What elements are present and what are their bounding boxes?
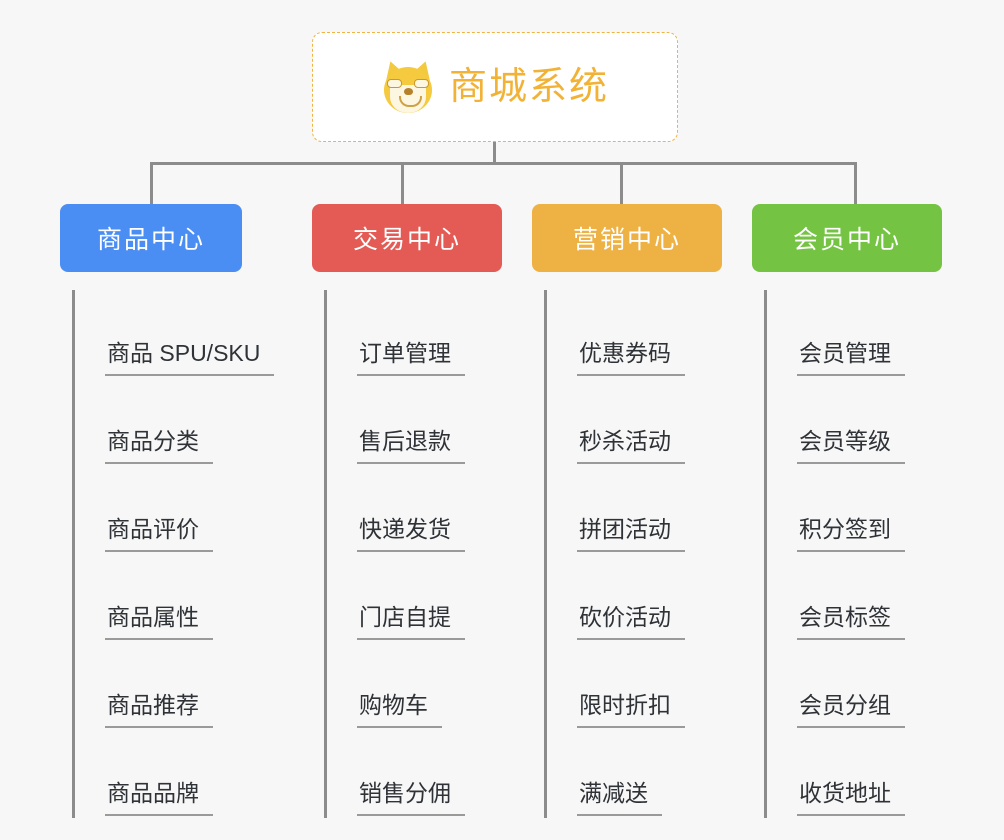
list-item[interactable]: 满减送: [547, 730, 692, 818]
root-node-title: 商城系统: [448, 66, 609, 108]
list-item[interactable]: 商品分类: [75, 378, 250, 466]
list-item[interactable]: 商品评价: [75, 466, 250, 554]
leaf-label: 会员等级: [797, 427, 905, 464]
leaf-label: 快递发货: [357, 515, 465, 552]
column-member-center: 会员中心 会员管理 会员等级 积分签到 会员标签 会员分组 收货地址: [692, 204, 944, 834]
category-header-label: 营销中心: [572, 226, 681, 254]
leaf-list-product-center: 商品 SPU/SKU 商品分类 商品评价 商品属性 商品推荐 商品品牌: [72, 290, 275, 818]
connector-horizontal-bus: [150, 162, 857, 165]
list-item[interactable]: 会员等级: [767, 378, 944, 466]
leaf-label: 商品 SPU/SKU: [105, 339, 275, 376]
list-item[interactable]: 销售分佣: [327, 730, 470, 818]
list-item[interactable]: 门店自提: [327, 554, 470, 642]
list-item[interactable]: 商品 SPU/SKU: [75, 290, 275, 378]
category-header-marketing-center[interactable]: 营销中心: [532, 204, 722, 272]
column-trade-center: 交易中心 订单管理 售后退款 快递发货 门店自提 购物车 销售分佣: [250, 204, 502, 834]
list-item[interactable]: 商品属性: [75, 554, 250, 642]
category-header-trade-center[interactable]: 交易中心: [312, 204, 502, 272]
shiba-dog-face-icon: [380, 58, 436, 113]
leaf-label: 商品评价: [105, 515, 213, 552]
list-item[interactable]: 会员管理: [767, 290, 944, 378]
category-header-label: 商品中心: [96, 226, 205, 254]
leaf-label: 商品品牌: [105, 779, 213, 816]
leaf-label: 售后退款: [357, 427, 465, 464]
leaf-list-trade-center: 订单管理 售后退款 快递发货 门店自提 购物车 销售分佣: [324, 290, 470, 818]
leaf-label: 砍价活动: [577, 603, 685, 640]
list-item[interactable]: 秒杀活动: [547, 378, 692, 466]
list-item[interactable]: 优惠券码: [547, 290, 692, 378]
leaf-label: 满减送: [577, 779, 662, 816]
category-header-product-center[interactable]: 商品中心: [60, 204, 242, 272]
leaf-label: 秒杀活动: [577, 427, 685, 464]
list-item[interactable]: 商品品牌: [75, 730, 250, 818]
category-header-member-center[interactable]: 会员中心: [752, 204, 942, 272]
list-item[interactable]: 会员分组: [767, 642, 944, 730]
leaf-label: 积分签到: [797, 515, 905, 552]
list-item[interactable]: 售后退款: [327, 378, 470, 466]
leaf-label: 收货地址: [797, 779, 905, 816]
connector-root-stem: [493, 142, 496, 164]
leaf-label: 销售分佣: [357, 779, 465, 816]
column-marketing-center: 营销中心 优惠券码 秒杀活动 拼团活动 砍价活动 限时折扣 满减送: [470, 204, 722, 834]
leaf-label: 优惠券码: [577, 339, 685, 376]
list-item[interactable]: 砍价活动: [547, 554, 692, 642]
connector-drop-2: [401, 162, 404, 206]
leaf-label: 会员管理: [797, 339, 905, 376]
leaf-label: 订单管理: [357, 339, 465, 376]
leaf-label: 购物车: [357, 691, 442, 728]
list-item[interactable]: 拼团活动: [547, 466, 692, 554]
leaf-label: 会员分组: [797, 691, 905, 728]
connector-drop-4: [854, 162, 857, 206]
leaf-label: 门店自提: [357, 603, 465, 640]
category-header-label: 交易中心: [352, 226, 461, 254]
list-item[interactable]: 限时折扣: [547, 642, 692, 730]
list-item[interactable]: 购物车: [327, 642, 470, 730]
leaf-label: 商品推荐: [105, 691, 213, 728]
connector-drop-3: [620, 162, 623, 206]
list-item[interactable]: 商品推荐: [75, 642, 250, 730]
leaf-list-member-center: 会员管理 会员等级 积分签到 会员标签 会员分组 收货地址: [764, 290, 944, 818]
list-item[interactable]: 收货地址: [767, 730, 944, 818]
leaf-label: 商品属性: [105, 603, 213, 640]
list-item[interactable]: 积分签到: [767, 466, 944, 554]
leaf-label: 商品分类: [105, 427, 213, 464]
category-header-label: 会员中心: [792, 226, 901, 254]
category-columns: 商品中心 商品 SPU/SKU 商品分类 商品评价 商品属性 商品推荐 商品品牌…: [0, 204, 1004, 834]
leaf-list-marketing-center: 优惠券码 秒杀活动 拼团活动 砍价活动 限时折扣 满减送: [544, 290, 692, 818]
list-item[interactable]: 订单管理: [327, 290, 470, 378]
root-node-mall-system[interactable]: 商城系统: [312, 32, 678, 142]
connector-drop-1: [150, 162, 153, 206]
list-item[interactable]: 会员标签: [767, 554, 944, 642]
leaf-label: 拼团活动: [577, 515, 685, 552]
list-item[interactable]: 快递发货: [327, 466, 470, 554]
leaf-label: 会员标签: [797, 603, 905, 640]
leaf-label: 限时折扣: [577, 691, 685, 728]
column-product-center: 商品中心 商品 SPU/SKU 商品分类 商品评价 商品属性 商品推荐 商品品牌: [0, 204, 275, 834]
